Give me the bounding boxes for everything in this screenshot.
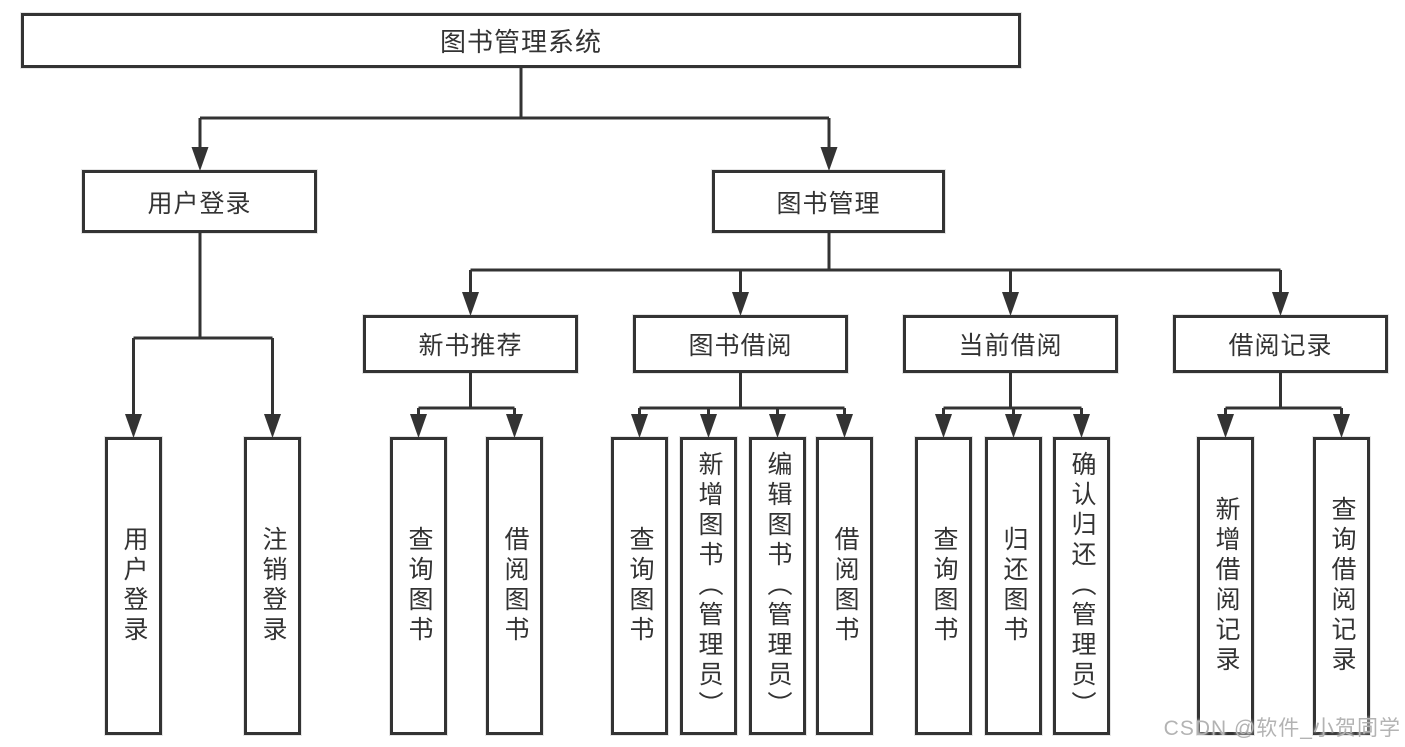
arrowhead [125,414,142,438]
node-label: 注销登录 [259,526,287,646]
node-label: 编辑图书（管理员） [764,451,792,721]
leaf-user-login: 用户登录 [105,437,162,735]
arrowhead [1272,292,1289,316]
leaf-confirm-return-admin: 确认归还（管理员） [1053,437,1110,735]
arrowhead [191,147,209,171]
leaf-query-books-3: 查询图书 [915,437,972,735]
leaf-return-book: 归还图书 [985,437,1042,735]
node-current-borrow: 当前借阅 [903,315,1118,373]
node-label: 查询图书 [405,526,433,646]
node-user-login-branch: 用户登录 [82,170,317,233]
leaf-borrow-books-1: 借阅图书 [486,437,543,735]
node-borrow-records: 借阅记录 [1173,315,1388,373]
arrowhead [820,147,838,171]
node-label: 用户登录 [120,526,148,646]
node-label: 确认归还（管理员） [1068,451,1096,721]
arrowhead [769,414,786,438]
arrowhead [700,414,717,438]
node-label: 查询借阅记录 [1328,496,1356,676]
leaf-query-books-2: 查询图书 [611,437,668,735]
arrowhead [1002,292,1019,316]
node-label: 查询图书 [626,526,654,646]
node-book-borrow: 图书借阅 [633,315,848,373]
node-new-book-recommend: 新书推荐 [363,315,578,373]
leaf-query-borrow-record: 查询借阅记录 [1313,437,1370,735]
node-label: 新增图书（管理员） [695,451,723,721]
leaf-add-borrow-record: 新增借阅记录 [1197,437,1254,735]
node-label: 查询图书 [930,526,958,646]
arrowhead [935,414,952,438]
node-label: 借阅图书 [831,526,859,646]
arrowhead [462,292,479,316]
leaf-add-book-admin: 新增图书（管理员） [680,437,737,735]
arrowhead [836,414,853,438]
leaf-logout: 注销登录 [244,437,301,735]
node-label: 借阅图书 [501,526,529,646]
arrowhead [1005,414,1022,438]
node-book-management: 图书管理 [712,170,945,233]
node-root: 图书管理系统 [21,13,1021,68]
node-label: 归还图书 [1000,526,1028,646]
arrowhead [1217,414,1234,438]
leaf-borrow-books-2: 借阅图书 [816,437,873,735]
watermark: CSDN @软件_小贺同学 [1163,717,1401,740]
arrowhead [1073,414,1090,438]
arrowhead [506,414,523,438]
leaf-query-books-1: 查询图书 [390,437,447,735]
leaf-edit-book-admin: 编辑图书（管理员） [749,437,806,735]
arrowhead [732,292,749,316]
arrowhead [410,414,427,438]
arrowhead [264,414,281,438]
arrowhead [1333,414,1350,438]
arrowhead [631,414,648,438]
node-label: 新增借阅记录 [1212,496,1240,676]
